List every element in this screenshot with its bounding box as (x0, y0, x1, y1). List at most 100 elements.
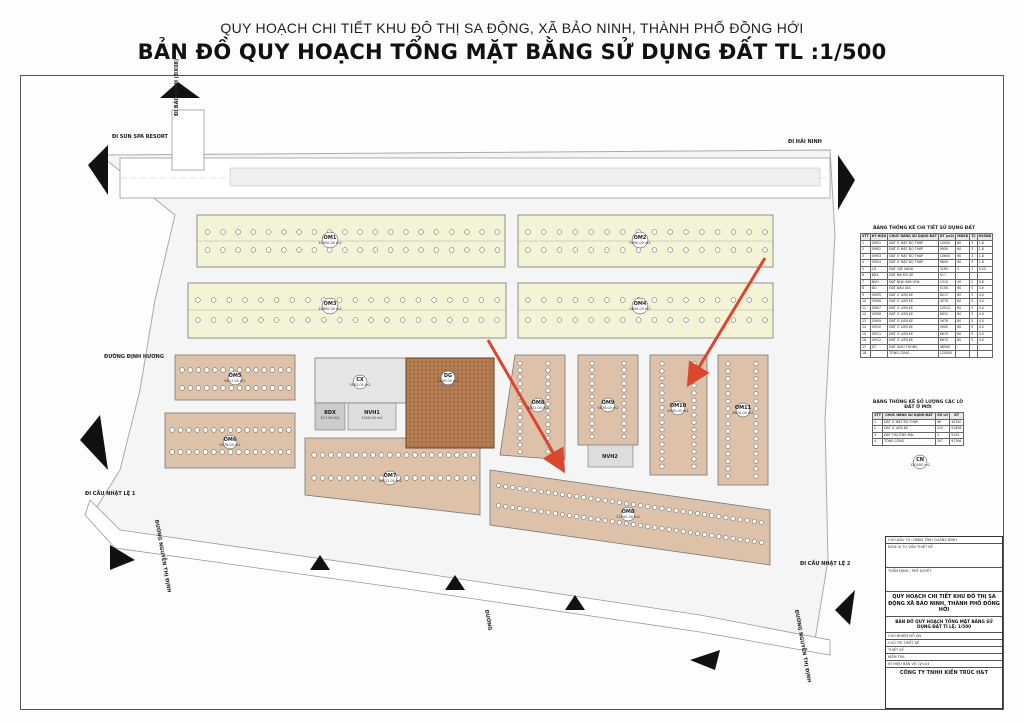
lot-marker (220, 229, 226, 235)
culture-block-nvh1[interactable] (347, 402, 397, 431)
lot-marker (725, 473, 731, 479)
townhouse-block-ont7[interactable] (717, 354, 769, 486)
lot-marker (253, 385, 259, 391)
lot-marker (709, 513, 715, 518)
lot-marker (524, 507, 530, 512)
lot-marker (494, 297, 500, 303)
lot-marker (286, 427, 292, 433)
lot-marker (659, 456, 665, 462)
drawing-frame (20, 75, 1004, 710)
lot-marker (762, 247, 768, 253)
label-cx-code: CX (356, 377, 364, 383)
lot-marker (725, 421, 731, 427)
lot-marker (604, 297, 610, 303)
lot-marker (387, 229, 394, 235)
lot-marker (595, 497, 601, 502)
lot-marker (169, 427, 175, 433)
lot-marker (258, 297, 264, 303)
lot-marker (725, 391, 731, 397)
lot-marker (433, 229, 440, 235)
lot-marker (567, 493, 573, 498)
lot-marker (261, 449, 267, 455)
lot-marker (368, 317, 374, 323)
lot-marker (357, 229, 363, 235)
lot-marker (220, 247, 226, 253)
lot-marker (194, 427, 200, 433)
lot-marker (620, 317, 626, 323)
lot-marker (702, 532, 708, 537)
title-block-drawing: BẢN ĐỒ QUY HOẠCH TỔNG MẶT BẰNG SỬ DỤNG Đ… (886, 617, 1002, 633)
lot-marker (541, 229, 547, 235)
lot-marker (753, 368, 759, 374)
title-block-staff1: CHỦ NHIỆM ĐỒ ÁN (886, 633, 1002, 640)
villa-block-onm1[interactable] (196, 214, 506, 268)
villa-block-onm3[interactable] (187, 282, 507, 339)
lot-marker (494, 317, 500, 323)
lot-marker (269, 367, 276, 373)
lot-marker (581, 495, 587, 500)
lot-marker (265, 229, 272, 235)
lot-marker (445, 475, 452, 481)
lot-marker (753, 466, 759, 472)
lot-marker (737, 517, 743, 522)
lot-marker (545, 401, 551, 407)
culture-block-nvh2[interactable] (587, 444, 634, 468)
lot-marker (261, 367, 267, 373)
lot-marker (589, 374, 595, 380)
lot-marker (753, 421, 759, 427)
lot-marker (244, 427, 250, 433)
lot-marker (361, 475, 368, 481)
lot-marker (746, 229, 752, 235)
lot-marker (454, 475, 460, 481)
lot-marker (336, 452, 343, 458)
lot-marker (589, 407, 595, 413)
road-label-sun-spa: ĐI SUN SPA RESORT (112, 134, 169, 140)
lot-marker (418, 247, 424, 253)
lot-marker (311, 475, 317, 481)
lot-marker (621, 414, 627, 420)
lot-marker (699, 317, 705, 323)
lot-marker (552, 491, 558, 496)
lot-marker (278, 367, 284, 373)
lot-marker (695, 511, 700, 516)
lot-marker (525, 247, 531, 253)
lot-marker (589, 400, 595, 406)
lot-marker (730, 317, 737, 323)
lot-marker (277, 449, 284, 455)
lot-marker (730, 516, 736, 521)
lot-marker (623, 501, 629, 506)
lot-marker (494, 229, 501, 235)
lot-marker (517, 381, 523, 387)
lot-marker (751, 519, 757, 524)
lot-marker (673, 508, 679, 513)
lot-marker (667, 317, 673, 323)
lot-marker (545, 415, 551, 421)
lot-marker (415, 297, 422, 303)
lot-marker (345, 475, 351, 481)
parking-block-bdx[interactable] (314, 402, 346, 431)
lot-marker (725, 451, 731, 457)
lot-marker (328, 452, 334, 458)
land-use-header-1: KÝ HIỆU (869, 233, 889, 241)
arrow-one (486, 339, 566, 474)
lot-marker (311, 229, 318, 235)
lot-marker (471, 475, 477, 481)
lot-marker (384, 297, 390, 303)
lot-marker (581, 515, 587, 520)
lot-marker (574, 514, 580, 519)
road-label-hai-ninh: ĐI HẢI NINH (788, 137, 822, 145)
lot-marker (462, 297, 469, 303)
lot-marker (691, 383, 697, 389)
road-label-dinh-huong: ĐƯỜNG ĐỊNH HƯƠNG (104, 353, 164, 360)
lot-marker (319, 475, 326, 481)
lot-marker (753, 383, 759, 389)
lot-marker (494, 247, 501, 253)
lot-marker (645, 504, 651, 509)
lot-marker (723, 515, 729, 520)
lot-marker (621, 380, 627, 386)
